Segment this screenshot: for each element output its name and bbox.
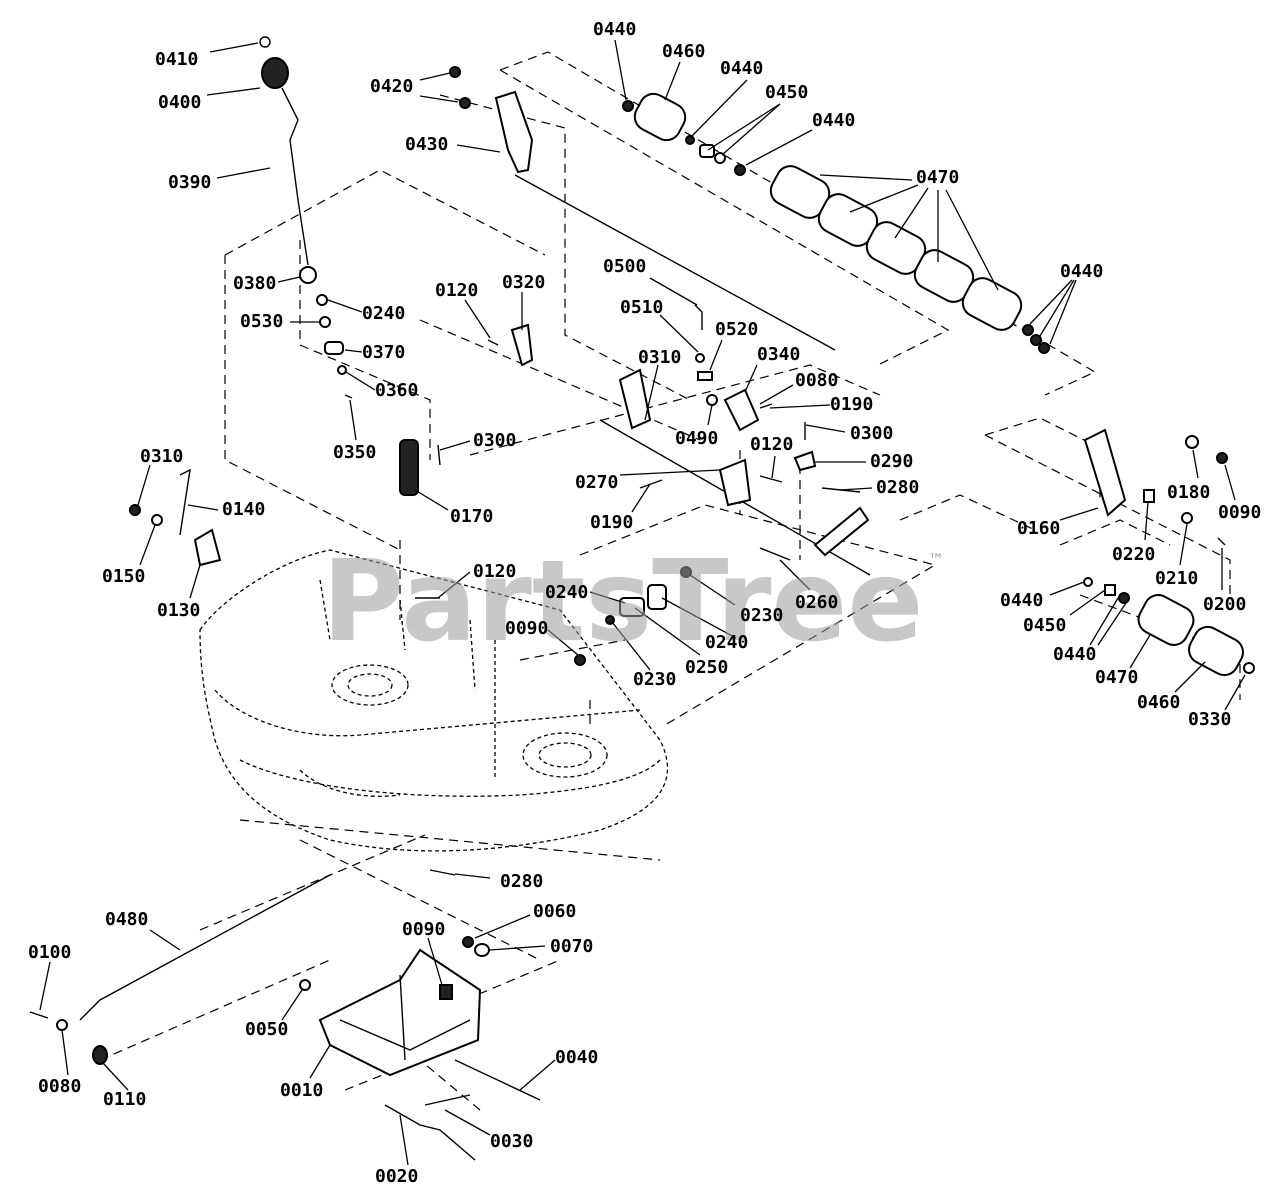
callout-0170: 0170 [450, 506, 493, 527]
callout-0250: 0250 [685, 657, 728, 678]
callout-0230-b: 0230 [633, 669, 676, 690]
callout-0480: 0480 [105, 909, 148, 930]
callout-0290: 0290 [870, 451, 913, 472]
callout-0470-a: 0470 [916, 167, 959, 188]
callout-0120-a: 0120 [435, 280, 478, 301]
callout-0260: 0260 [795, 592, 838, 613]
callout-0520: 0520 [715, 319, 758, 340]
callout-0070: 0070 [550, 936, 593, 957]
callout-0020: 0020 [375, 1166, 418, 1187]
leader-lines [39, 39, 1246, 1166]
callout-0160: 0160 [1017, 518, 1060, 539]
mower-deck-housing [199, 549, 669, 852]
cap-0410 [259, 36, 271, 48]
callout-0240-a: 0240 [362, 303, 405, 324]
front-hitch-0010 [318, 948, 482, 1077]
callout-0430: 0430 [405, 134, 448, 155]
callout-0090-c: 0090 [402, 919, 445, 940]
grip-0170 [399, 439, 419, 496]
callout-0270: 0270 [575, 472, 618, 493]
callout-0040: 0040 [555, 1047, 598, 1068]
watermark-trademark: ™ [928, 550, 944, 569]
callout-0390: 0390 [168, 172, 211, 193]
callout-0470-b: 0470 [1095, 667, 1138, 688]
callout-0510: 0510 [620, 297, 663, 318]
callout-0310-b: 0310 [140, 446, 183, 467]
callout-0460-b: 0460 [1137, 692, 1180, 713]
rear-bracket-0430 [494, 90, 534, 174]
callout-0010: 0010 [280, 1080, 323, 1101]
rear-rod [514, 174, 836, 351]
watermark: PartsTree ™ [322, 537, 944, 667]
callout-0220: 0220 [1112, 544, 1155, 565]
callout-0440-e: 0440 [1000, 590, 1043, 611]
callout-0280-b: 0280 [500, 871, 543, 892]
lift-lever-0390 [281, 87, 309, 266]
callout-0320: 0320 [502, 272, 545, 293]
callout-0120-b: 0120 [750, 434, 793, 455]
callout-0190-b: 0190 [590, 512, 633, 533]
arm-0310-mid [618, 368, 652, 430]
bracket-0130 [193, 528, 222, 567]
callout-0420-a: 0420 [370, 76, 413, 97]
callout-0240-b: 0240 [545, 582, 588, 603]
callout-0440-a: 0440 [593, 19, 636, 40]
callout-0030: 0030 [490, 1131, 533, 1152]
callout-0150: 0150 [102, 566, 145, 587]
callout-0370: 0370 [362, 342, 405, 363]
callout-0060: 0060 [533, 901, 576, 922]
callout-0310-a: 0310 [638, 347, 681, 368]
callout-labels: 0410 0400 0390 0420 0420 0430 0440 0460 … [28, 19, 1261, 1187]
parts [29, 36, 1255, 1161]
front-bracket-0160 [1083, 428, 1127, 517]
front-rod-0480 [79, 874, 331, 1021]
callout-0440-d: 0440 [1060, 261, 1103, 282]
knob-0400 [261, 57, 289, 89]
callout-0450-a: 0450 [765, 82, 808, 103]
callout-0340: 0340 [757, 344, 800, 365]
callout-0130: 0130 [157, 600, 200, 621]
callout-0140: 0140 [222, 499, 265, 520]
callout-0230-a: 0230 [740, 605, 783, 626]
callout-0190-a: 0190 [830, 394, 873, 415]
callout-0410: 0410 [155, 49, 198, 70]
callout-0400: 0400 [158, 92, 201, 113]
callout-0120-c: 0120 [473, 561, 516, 582]
callout-0530: 0530 [240, 311, 283, 332]
callout-0090-b: 0090 [1218, 502, 1261, 523]
callout-0380: 0380 [233, 273, 276, 294]
callout-0440-b: 0440 [720, 58, 763, 79]
callout-0180: 0180 [1167, 482, 1210, 503]
rear-rollers [622, 92, 1050, 354]
callout-0360: 0360 [375, 380, 418, 401]
callout-0200: 0200 [1203, 594, 1246, 615]
callout-0100: 0100 [28, 942, 71, 963]
callout-0350: 0350 [333, 442, 376, 463]
callout-0300-a: 0300 [850, 423, 893, 444]
callout-0490: 0490 [675, 428, 718, 449]
callout-0210: 0210 [1155, 568, 1198, 589]
pivot-0380 [299, 266, 317, 284]
callout-0450-b: 0450 [1023, 615, 1066, 636]
callout-0460-a: 0460 [662, 41, 705, 62]
callout-0080-a: 0080 [795, 370, 838, 391]
callout-0080-b: 0080 [38, 1076, 81, 1097]
callout-0330: 0330 [1188, 709, 1231, 730]
callout-0280-a: 0280 [876, 477, 919, 498]
callout-0240-c: 0240 [705, 632, 748, 653]
callout-0500: 0500 [603, 256, 646, 277]
callout-0440-f: 0440 [1053, 644, 1096, 665]
bracket-0340 [723, 388, 760, 432]
callout-0300-b: 0300 [473, 430, 516, 451]
watermark-text: PartsTree [322, 537, 923, 667]
callout-0110: 0110 [103, 1089, 146, 1110]
callout-0090-a: 0090 [505, 618, 548, 639]
callout-0440-c: 0440 [812, 110, 855, 131]
callout-0050: 0050 [245, 1019, 288, 1040]
